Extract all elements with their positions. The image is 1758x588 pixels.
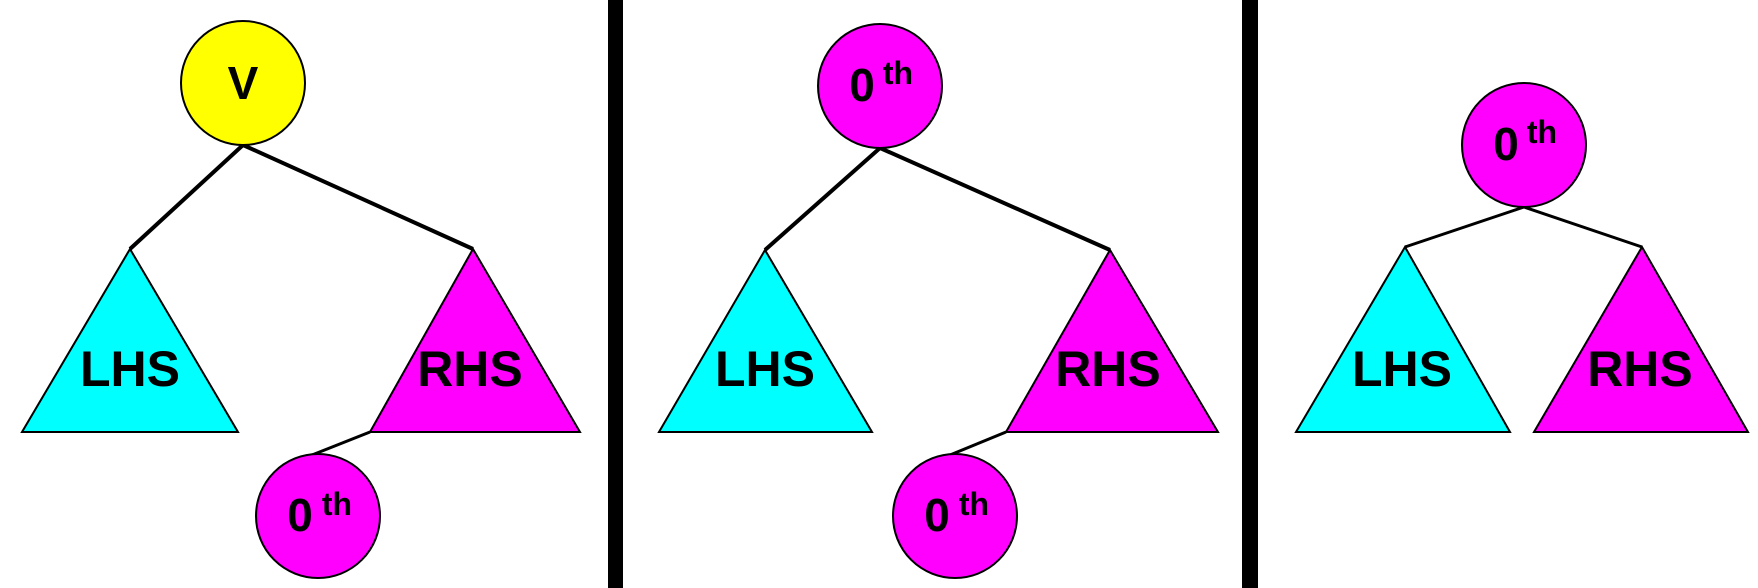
edge-root-lhs bbox=[1404, 205, 1525, 249]
rhs-subtree-triangle bbox=[1004, 248, 1220, 433]
child-node-superscript: th bbox=[322, 486, 352, 522]
edge-rhs-child bbox=[949, 430, 1007, 457]
panel-divider-2 bbox=[1242, 0, 1258, 588]
rhs-label: RHS bbox=[1587, 341, 1693, 397]
edge-root-lhs bbox=[128, 143, 245, 251]
rhs-subtree-triangle bbox=[368, 246, 582, 433]
child-node-superscript: th bbox=[959, 486, 989, 522]
lhs-label: LHS bbox=[1352, 341, 1452, 397]
panel-divider-1 bbox=[608, 0, 623, 588]
root-node-superscript: th bbox=[1527, 114, 1557, 150]
root-node-v bbox=[180, 20, 306, 146]
lhs-label: LHS bbox=[715, 341, 815, 397]
root-node-label: 0 bbox=[849, 59, 875, 111]
lhs-subtree-triangle bbox=[657, 248, 874, 433]
edge-root-rhs bbox=[242, 143, 474, 251]
rhs-subtree-triangle bbox=[1532, 245, 1750, 433]
root-node-label: V bbox=[228, 57, 259, 109]
child-node-0th bbox=[255, 453, 381, 579]
lhs-subtree-triangle bbox=[20, 247, 240, 433]
edge-root-rhs bbox=[1523, 205, 1643, 249]
child-node-label: 0 bbox=[287, 489, 313, 541]
lhs-subtree-triangle bbox=[1294, 245, 1512, 433]
lhs-label: LHS bbox=[80, 341, 180, 397]
child-node-label: 0 bbox=[924, 489, 950, 541]
panel-1: LHS RHS V 0 th bbox=[20, 20, 582, 579]
edge-root-rhs bbox=[879, 146, 1111, 252]
root-node-label: 0 bbox=[1493, 118, 1519, 170]
rhs-label: RHS bbox=[1055, 341, 1161, 397]
edge-rhs-child bbox=[311, 430, 371, 457]
rhs-label: RHS bbox=[417, 341, 523, 397]
root-node-superscript: th bbox=[883, 55, 913, 91]
edge-root-lhs bbox=[763, 146, 882, 252]
child-node-0th bbox=[892, 453, 1018, 579]
root-node-0th bbox=[817, 23, 943, 149]
root-node-0th bbox=[1461, 82, 1587, 208]
panel-2: LHS RHS 0 th 0 th bbox=[657, 23, 1220, 579]
panel-3: LHS RHS 0 th bbox=[1294, 82, 1750, 433]
